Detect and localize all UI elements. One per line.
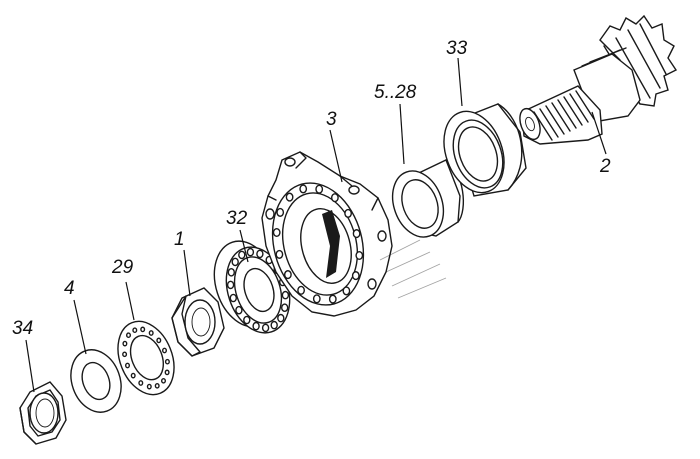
washer-hole xyxy=(122,351,128,358)
label-4: 4 xyxy=(64,278,75,299)
background-marks xyxy=(379,239,447,299)
washer-hole xyxy=(124,362,130,369)
label-33: 33 xyxy=(446,38,468,59)
part-33-bearing-ring xyxy=(443,103,527,197)
leader-4 xyxy=(73,299,87,355)
leader-2 xyxy=(591,111,607,155)
housing-bolt xyxy=(272,227,281,238)
washer-hole xyxy=(146,383,152,390)
bearing-roller xyxy=(238,250,246,260)
leader-3 xyxy=(329,129,343,183)
bearing-roller xyxy=(235,305,243,315)
housing-bolt xyxy=(299,184,308,194)
shaft-spline xyxy=(551,102,571,132)
housing-bolt xyxy=(276,207,285,217)
housing-bolt xyxy=(275,249,284,259)
washer-hole xyxy=(122,340,128,347)
shaft-spline xyxy=(569,93,589,123)
housing-bolt xyxy=(312,294,321,304)
housing-bolt xyxy=(315,184,324,194)
part-29-lock-washer xyxy=(117,320,175,396)
bearing-roller xyxy=(231,257,239,267)
leader-29 xyxy=(125,281,135,321)
label-5-28: 5..28 xyxy=(374,82,417,103)
bearing-roller xyxy=(256,249,264,259)
bearing-roller xyxy=(227,267,236,277)
part-5-28-sleeve xyxy=(391,159,465,238)
housing-bolt xyxy=(355,250,364,261)
washer-hole xyxy=(164,358,170,365)
washer-hole xyxy=(160,377,166,384)
washer-hole xyxy=(132,327,138,334)
washer-hole xyxy=(138,380,144,386)
leader-1 xyxy=(183,249,191,297)
bearing-roller xyxy=(270,320,278,330)
leader-33 xyxy=(457,57,463,107)
washer-hole xyxy=(140,326,146,333)
part-32-bearing xyxy=(213,240,291,334)
label-32: 32 xyxy=(226,208,248,229)
housing-bolt xyxy=(330,193,339,203)
part-3-hub-housing xyxy=(261,151,393,317)
washer-hole xyxy=(161,347,167,354)
leader-5-28 xyxy=(399,103,405,165)
washer-hole xyxy=(154,382,160,389)
label-1: 1 xyxy=(174,229,185,250)
housing-bolt xyxy=(283,270,292,280)
label-3: 3 xyxy=(326,109,337,130)
shaft-spline xyxy=(545,105,565,135)
callouts: 34 4 29 1 32 3 5..28 33 2 xyxy=(12,38,611,393)
bearing-roller xyxy=(246,247,255,257)
bearing-roller xyxy=(281,290,290,300)
bearing-roller xyxy=(229,293,238,303)
part-1-hex-nut xyxy=(171,287,225,357)
label-34: 34 xyxy=(12,318,33,339)
bearing-roller xyxy=(281,303,289,313)
washer-hole xyxy=(125,332,131,339)
leader-34 xyxy=(25,339,35,393)
shaft-spline xyxy=(575,90,595,120)
part-34-hex-nut xyxy=(19,381,67,445)
bearing-roller xyxy=(252,321,260,331)
bearing-roller xyxy=(277,313,285,323)
shaft-spline xyxy=(539,108,559,138)
housing-bolt xyxy=(297,285,305,295)
shaft-spline xyxy=(557,99,577,129)
housing-bolt xyxy=(344,208,352,218)
label-2: 2 xyxy=(599,156,611,177)
leader-32 xyxy=(239,229,249,263)
washer-hole xyxy=(130,372,136,379)
housing-bolt xyxy=(328,294,337,304)
housing-bolt xyxy=(352,229,361,239)
part-2-bevel-gear-shaft xyxy=(519,14,678,145)
part-4-washer xyxy=(70,349,122,413)
bearing-roller xyxy=(226,280,235,290)
bearing-roller xyxy=(243,315,251,325)
washer-hole xyxy=(164,369,170,376)
housing-bolt xyxy=(351,271,360,281)
washer-hole xyxy=(156,337,162,344)
housing-bolt xyxy=(342,286,351,296)
bearing-roller xyxy=(261,323,270,333)
washer-hole xyxy=(148,330,154,336)
label-29: 29 xyxy=(111,257,134,278)
housing-bolt xyxy=(285,192,294,202)
shaft-spline xyxy=(563,96,583,126)
